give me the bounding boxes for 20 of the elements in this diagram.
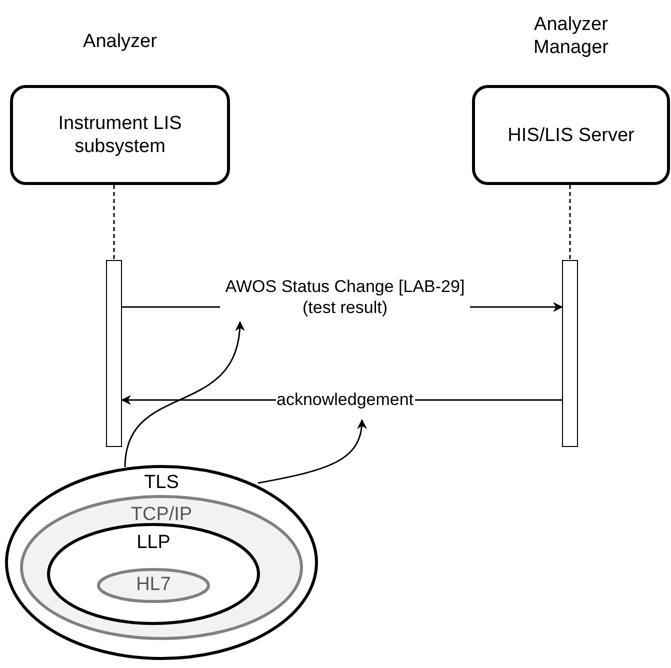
layer-name: TLS: [143, 471, 180, 494]
layer-ellipse: [97, 568, 210, 603]
layer-name: TCP/IP: [130, 503, 194, 526]
layer-name: LLP: [136, 531, 172, 554]
participant-name: Instrument LIS subsystem: [57, 112, 183, 158]
activation-bar: [562, 260, 578, 447]
participant-box: [10, 85, 230, 185]
participant-box: [472, 85, 670, 185]
layer-ellipse: [20, 495, 303, 640]
curved-arrow: [258, 419, 366, 484]
layer-ellipse: [47, 523, 260, 625]
participant-name: HIS/LIS Server: [508, 124, 634, 146]
role-label: Analyzer Manager: [532, 13, 610, 59]
role-label: Analyzer: [82, 30, 158, 53]
lifeline: [113, 185, 115, 260]
activation-bar: [106, 260, 122, 447]
layer-ellipse: [5, 465, 318, 660]
curved-arrow: [124, 321, 244, 468]
layer-name: HL7: [135, 573, 172, 596]
lifeline: [569, 185, 571, 260]
